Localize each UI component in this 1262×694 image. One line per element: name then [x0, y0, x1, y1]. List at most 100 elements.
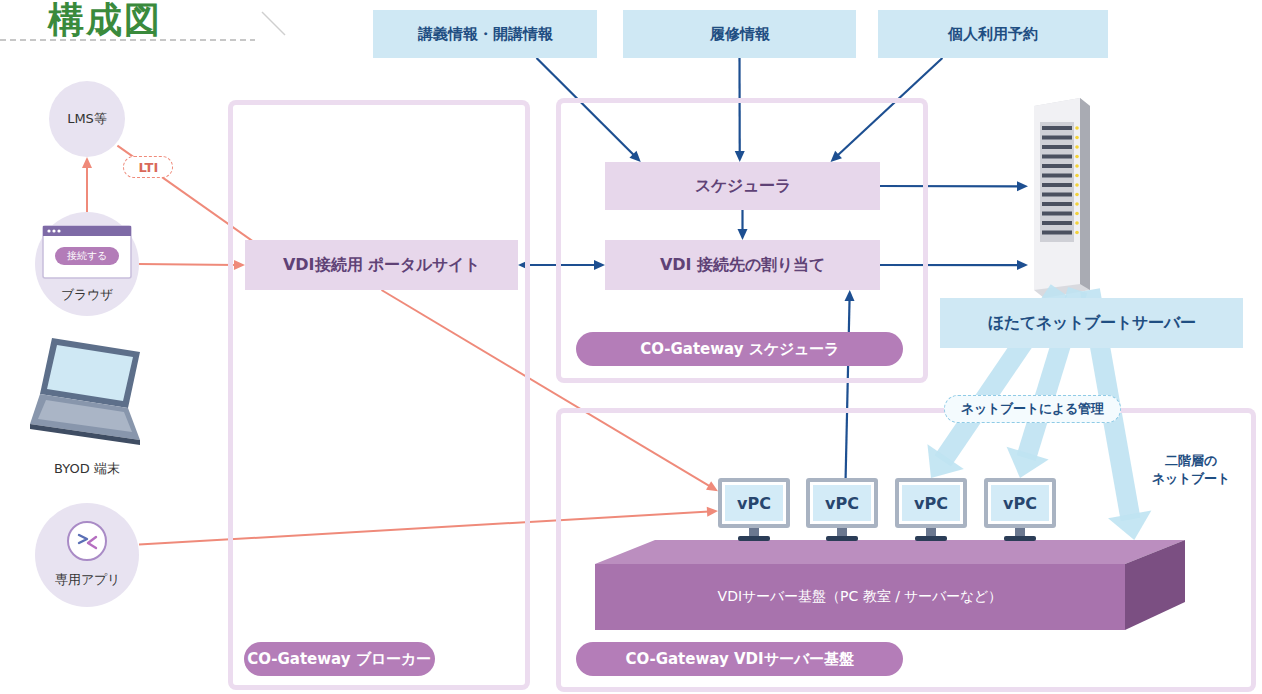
server-led — [1075, 231, 1079, 235]
server-led — [1075, 136, 1079, 140]
vpc-label: vPC — [737, 494, 771, 513]
process-box: VDI 接続先の割り当て — [605, 240, 880, 290]
vpc-label: vPC — [825, 494, 859, 513]
connector — [738, 210, 748, 240]
arrow-head — [629, 151, 640, 162]
vpc-monitor: vPC — [895, 478, 967, 544]
platform-label: VDIサーバー基盤（PC 教室 / サーバーなど） — [718, 588, 1003, 606]
connector — [845, 290, 855, 478]
region-pill: CO-Gateway スケジューラ — [576, 332, 903, 366]
server-slot — [1042, 174, 1072, 178]
connector — [537, 58, 641, 162]
connector-line — [117, 146, 265, 250]
connector-line — [880, 264, 1019, 266]
process-box: スケジューラ — [605, 162, 880, 210]
server-led — [1075, 202, 1079, 206]
server-label-box: ほたてネットブートサーバー — [940, 298, 1243, 348]
connector-line — [139, 263, 236, 266]
platform-shape — [595, 540, 1185, 632]
server-slot — [1042, 193, 1072, 197]
arrow-head — [706, 481, 718, 491]
arrow-head — [518, 260, 529, 270]
server-slot — [1042, 202, 1072, 206]
box-label: 履修情報 — [710, 25, 770, 44]
circle-caption: 専用アプリ — [55, 572, 120, 587]
circle-label: LMS等 — [67, 110, 107, 128]
server-node: ほたてネットブートサーバー — [1028, 98, 1090, 290]
server-led — [1075, 183, 1079, 187]
note-label: 二階層の ネットブート — [1146, 452, 1236, 487]
source-box: 講義情報・開講情報 — [373, 10, 597, 58]
region-frame: CO-Gateway VDIサーバー基盤 VDIサーバー基盤（PC 教室 / サー… — [556, 408, 1256, 692]
server-led — [1075, 145, 1079, 149]
connector-line — [382, 290, 711, 487]
box-label: VDI接続用 ポータルサイト — [283, 255, 480, 276]
server-slot — [1042, 164, 1072, 168]
arrow-head — [1017, 181, 1028, 191]
vpc-text-wrap: vPC — [806, 478, 878, 528]
vpc-text-wrap: vPC — [895, 478, 967, 528]
label-text: BYOD 端末 — [54, 461, 120, 476]
server-slot — [1042, 136, 1072, 140]
callout-pill: ネットブートによる管理 — [944, 395, 1121, 423]
connector-line — [86, 166, 88, 212]
edge-label-pill: LTI — [123, 156, 173, 178]
connector — [735, 58, 745, 162]
circle-caption: ブラウザ — [61, 287, 113, 302]
app-icon — [35, 503, 139, 607]
box-label: VDI 接続先の割り当て — [660, 255, 825, 276]
circle-caption-wrap: 専用アプリ — [35, 569, 139, 589]
button-label: 接続する — [67, 249, 107, 263]
arrow-head — [1108, 511, 1151, 540]
server-illustration — [1034, 98, 1090, 298]
server-led — [1075, 212, 1079, 216]
arrow-head — [738, 229, 748, 240]
server-led — [1075, 221, 1079, 225]
arrow-head — [927, 444, 963, 478]
connector — [518, 260, 605, 270]
note-label: BYOD 端末 — [27, 460, 147, 478]
label-text: ネットブートによる管理 — [961, 400, 1104, 418]
vpc-monitor: vPC — [806, 478, 878, 544]
arrow-head — [845, 290, 855, 301]
server-slot — [1042, 145, 1072, 149]
vpc-monitor: vPC — [984, 478, 1056, 544]
box-label: 個人利用予約 — [948, 25, 1038, 44]
region-title: CO-Gateway VDIサーバー基盤 — [625, 650, 853, 669]
system-circle: LMS等 — [49, 81, 125, 157]
server-slot — [1042, 221, 1072, 225]
connector — [82, 157, 92, 212]
arrow-head — [234, 260, 245, 270]
circle-caption-wrap: ブラウザ — [35, 284, 139, 304]
platform-text-wrap: VDIサーバー基盤（PC 教室 / サーバーなど） — [595, 564, 1125, 630]
arrow-head — [707, 507, 718, 517]
region-title: CO-Gateway ブローカー — [247, 650, 431, 669]
region-frame: CO-Gateway スケジューラ スケジューラ VDI 接続先の割り当て — [556, 98, 928, 383]
browser-circle: 接続するブラウザ — [35, 212, 139, 316]
arrow-head — [82, 157, 92, 168]
server-slot — [1042, 155, 1072, 159]
connector — [117, 146, 272, 255]
server-led — [1075, 174, 1079, 178]
connector — [880, 181, 1028, 191]
connector — [880, 260, 1028, 270]
vpc-monitor: vPC — [718, 478, 790, 544]
platform-slab: VDIサーバー基盤（PC 教室 / サーバーなど） — [595, 540, 1185, 632]
connector-line — [139, 512, 709, 545]
source-box: 個人利用予約 — [878, 10, 1108, 58]
vpc-label: vPC — [914, 494, 948, 513]
server-led — [1075, 126, 1079, 130]
region-frame: CO-Gateway ブローカー VDI接続用 ポータルサイト — [228, 100, 530, 690]
server-label: ほたてネットブートサーバー — [988, 313, 1196, 334]
arrow-head — [1017, 260, 1028, 270]
region-title: CO-Gateway スケジューラ — [640, 340, 839, 359]
title-rule-tick — [262, 12, 285, 35]
server-slot — [1042, 231, 1072, 235]
region-pill: CO-Gateway VDIサーバー基盤 — [576, 642, 903, 676]
connector-line — [846, 299, 850, 478]
region-pill: CO-Gateway ブローカー — [244, 642, 435, 676]
app-circle: 専用アプリ — [35, 503, 139, 607]
server-led — [1075, 155, 1079, 159]
arrow-head — [831, 151, 842, 162]
server-slot — [1042, 212, 1072, 216]
